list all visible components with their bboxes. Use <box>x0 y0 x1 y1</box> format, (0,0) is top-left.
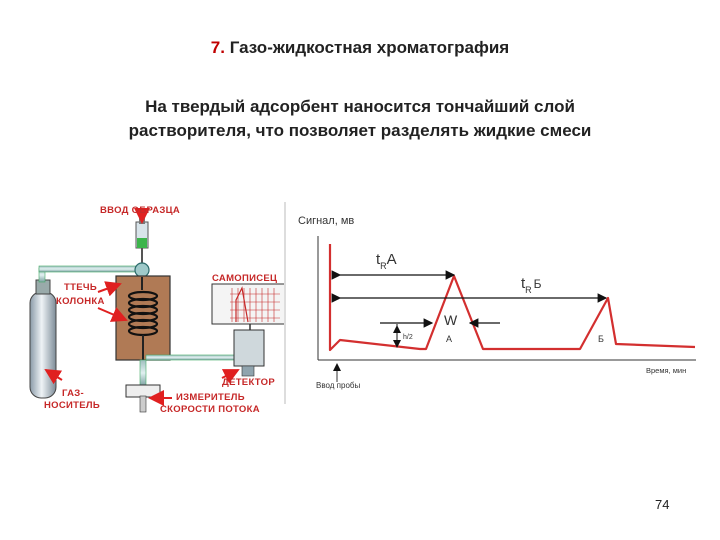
pipe-down <box>139 359 147 387</box>
subtitle-line-1: На твердый адсорбент наносится тончайший… <box>145 97 575 116</box>
slide-title-text: Газо-жидкостная хроматография <box>229 38 510 57</box>
injector-port <box>134 262 150 278</box>
label-detector: ДЕТЕКТОР <box>222 377 275 388</box>
gas-pipe-horizontal <box>38 265 140 273</box>
tr-a-main: t <box>376 251 381 268</box>
label-carrier-gas-2: НОСИТЕЛЬ <box>44 400 100 411</box>
y-axis-label: Сигнал, мв <box>298 215 354 227</box>
tr-a-name: A <box>387 251 397 268</box>
slide-subtitle: На твердый адсорбент наносится тончайший… <box>60 95 660 143</box>
tr-a-sub: R <box>380 261 387 271</box>
subtitle-line-2: растворителя, что позволяет разделять жи… <box>128 121 592 140</box>
flow-meter-stem <box>139 395 147 413</box>
slide-title: 7. Газо-жидкостная хроматография <box>0 38 720 58</box>
arrow-leak <box>97 281 122 297</box>
detector-box <box>233 329 265 367</box>
label-column: КОЛОНКА <box>56 296 105 307</box>
column-coil <box>127 290 159 337</box>
slide-number: 7. <box>210 38 225 57</box>
label-carrier-gas-1: ГАЗ- <box>62 388 84 399</box>
chromatogram-frame <box>284 202 694 404</box>
label-sample-inlet: ВВОД ОБРАЗЦА <box>100 205 180 216</box>
tr-b-main: t <box>521 275 526 292</box>
label-recorder: САМОПИСЕЦ <box>212 273 277 284</box>
peak-a-label: A <box>446 334 452 344</box>
syringe-liquid <box>137 238 147 248</box>
injection-label: Ввод пробы <box>316 381 360 390</box>
tr-b-name: Б <box>534 277 542 291</box>
arrow-column <box>97 307 128 322</box>
page-number: 74 <box>655 497 670 512</box>
pipe-to-detector <box>145 354 247 361</box>
arrow-detector <box>221 369 240 384</box>
gas-cylinder <box>29 291 57 399</box>
recorder-grid <box>230 288 280 322</box>
width-label: W <box>444 312 458 328</box>
flow-meter <box>125 384 161 398</box>
gc-apparatus: ВВОД ОБРАЗЦА ТТЕЧЬ КОЛОНКА ГАЗ- НОСИТЕЛЬ… <box>29 205 289 415</box>
label-leak: ТТЕЧЬ <box>64 282 97 293</box>
half-height-label: h/2 <box>403 334 413 341</box>
tr-a-label: tRA <box>376 251 397 271</box>
label-flow-meter-1: ИЗМЕРИТЕЛЬ <box>176 392 245 403</box>
peak-b-label: Б <box>598 334 604 344</box>
detector-stand <box>241 365 255 377</box>
tr-b-sub: R <box>525 285 532 295</box>
label-flow-meter-2: СКОРОСТИ ПОТОКА <box>160 404 260 415</box>
x-axis-label: Время, мин <box>646 366 686 375</box>
recorder-trace <box>235 286 249 323</box>
arrow-gas <box>44 368 63 385</box>
